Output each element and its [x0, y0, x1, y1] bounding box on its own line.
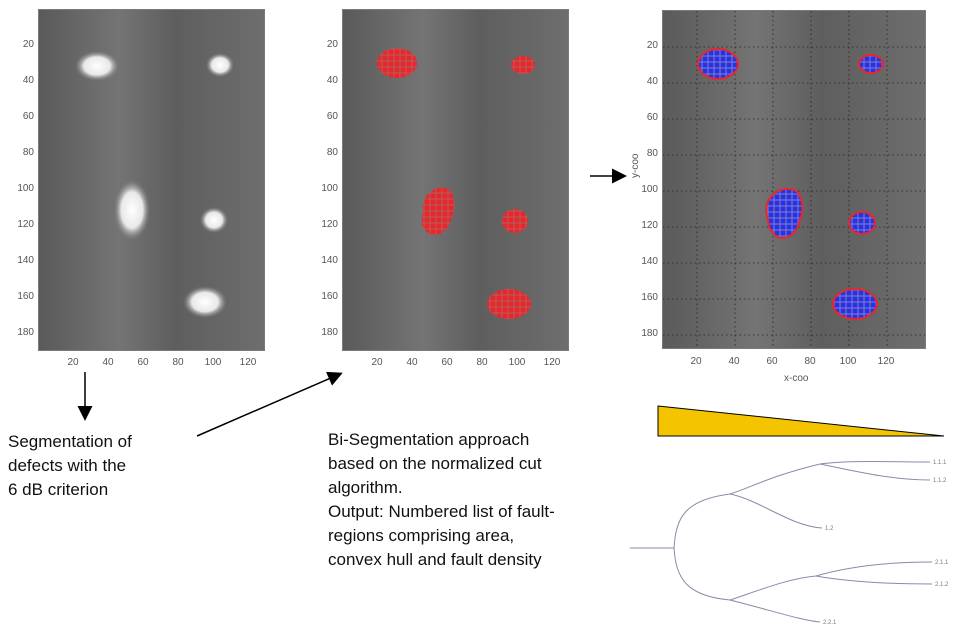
y-tick-label: 20: [646, 40, 658, 51]
y-tick-label: 40: [326, 75, 338, 86]
y-tick-label: 60: [646, 112, 658, 123]
x-tick-label: 60: [441, 357, 453, 368]
caption-line: 6 dB criterion: [8, 480, 109, 499]
caption-line: Bi-Segmentation approach: [328, 430, 530, 449]
defect-spot: [206, 53, 234, 77]
y-tick-label: 40: [646, 76, 658, 87]
x-tick-label: 60: [766, 356, 778, 367]
x-tick-label: 20: [371, 357, 383, 368]
fault-region: [502, 209, 528, 233]
dendrogram-branch: [819, 463, 931, 481]
caption-line: Segmentation of: [8, 432, 132, 451]
fault-region: [848, 211, 876, 235]
y-tick-label: 80: [646, 148, 658, 159]
y-tick-label: 120: [17, 219, 34, 230]
y-tick-label: 60: [326, 111, 338, 122]
caption-line: Output: Numbered list of fault-: [328, 502, 555, 521]
x-tick-label: 100: [508, 357, 526, 368]
fault-region: [377, 48, 417, 78]
x-tick-label: 40: [406, 357, 418, 368]
dendrogram-branch: [729, 493, 823, 529]
dendrogram-branch: [815, 575, 933, 585]
defect-spot: [200, 207, 228, 233]
y-tick-label: 100: [641, 184, 658, 195]
y-tick-label: 180: [321, 327, 338, 338]
caption-line: defects with the: [8, 456, 127, 475]
dendrogram-leaf-label: 1.2: [825, 526, 834, 532]
left-caption: Segmentation of defects with the 6 dB cr…: [8, 430, 132, 502]
dendrogram-leaf-label: 1.1.2: [933, 478, 947, 484]
dendrogram-branch: [819, 461, 931, 465]
dendrogram-leaf-label: 2.1.2: [935, 582, 949, 588]
fault-region: [487, 289, 531, 319]
y-tick-label: 180: [17, 327, 34, 338]
y-tick-label: 160: [641, 292, 658, 303]
raw-image-axes: [38, 9, 265, 351]
x-tick-label: 80: [476, 357, 488, 368]
fault-region: [697, 48, 739, 80]
caption-line: regions comprising area,: [328, 526, 515, 545]
y-tick-label: 120: [321, 219, 338, 230]
y-tick-label: 80: [326, 147, 338, 158]
fault-region: [858, 54, 884, 74]
y-tick-label: 100: [17, 183, 34, 194]
dendrogram-branch: [729, 463, 821, 495]
y-tick-label: 140: [641, 256, 658, 267]
y-tick-label: 160: [17, 291, 34, 302]
caption-line: convex hull and fault density: [328, 550, 542, 569]
y-tick-label: 80: [22, 147, 34, 158]
raw-ultrasound-image: [39, 10, 264, 350]
defect-spot: [75, 51, 119, 81]
x-tick-label: 100: [204, 357, 222, 368]
y-tick-label: 40: [22, 75, 34, 86]
x-tick-label: 120: [239, 357, 257, 368]
dendrogram: 1.1.1 1.1.2 1.2 2.1.1 2.1.2 2.2.1: [630, 460, 949, 626]
dendrogram-branch: [673, 547, 731, 601]
bisegmented-image-axes: [662, 10, 926, 349]
dendrogram-leaf-label: 2.2.1: [823, 620, 837, 626]
x-tick-label: 40: [728, 356, 740, 367]
dendrogram-branch: [729, 575, 817, 601]
defect-spot: [114, 180, 150, 240]
fault-region: [421, 187, 455, 235]
x-tick-label: 20: [690, 356, 702, 367]
y-tick-label: 120: [641, 220, 658, 231]
y-tick-label: 180: [641, 328, 658, 339]
x-tick-label: 100: [839, 356, 857, 367]
dendrogram-branch: [815, 561, 933, 577]
x-tick-label: 80: [804, 356, 816, 367]
fault-region: [832, 288, 878, 320]
dendrogram-leaf-label: 1.1.1: [933, 460, 947, 466]
diagonal-arrow: [196, 371, 343, 437]
middle-caption: Bi-Segmentation approach based on the no…: [328, 428, 555, 572]
x-axis-label: x-coo: [784, 373, 809, 384]
caption-line: based on the normalized cut: [328, 454, 542, 473]
fault-region: [765, 187, 804, 239]
dendrogram-branch: [673, 493, 731, 549]
defect-spot: [183, 286, 227, 318]
x-tick-label: 120: [877, 356, 895, 367]
y-tick-label: 60: [22, 111, 34, 122]
fault-region: [511, 56, 535, 74]
x-tick-label: 40: [102, 357, 114, 368]
x-tick-label: 60: [137, 357, 149, 368]
dendrogram-leaf-label: 2.1.1: [935, 560, 949, 566]
bisegmented-image: [663, 11, 925, 348]
y-tick-label: 100: [321, 183, 338, 194]
y-tick-label: 140: [321, 255, 338, 266]
segmented-image: [343, 10, 568, 350]
wedge-triangle: [657, 405, 945, 437]
y-tick-label: 20: [22, 39, 34, 50]
y-tick-label: 140: [17, 255, 34, 266]
x-tick-label: 20: [67, 357, 79, 368]
y-tick-label: 20: [326, 39, 338, 50]
caption-line: algorithm.: [328, 478, 403, 497]
x-tick-label: 120: [543, 357, 561, 368]
dendrogram-branch: [729, 599, 821, 623]
x-tick-label: 80: [172, 357, 184, 368]
y-tick-label: 160: [321, 291, 338, 302]
segmented-image-axes: [342, 9, 569, 351]
